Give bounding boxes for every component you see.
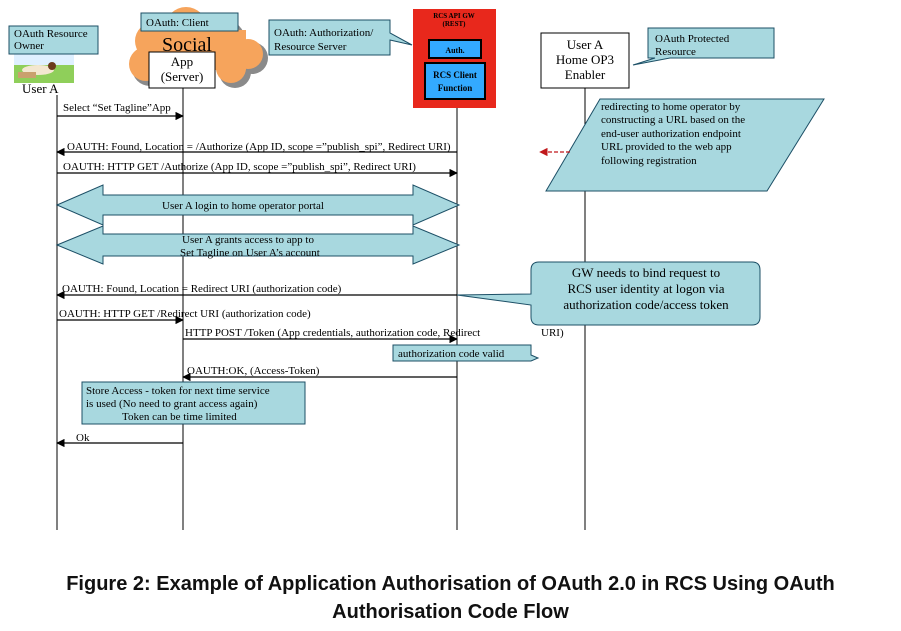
store-access-note: Store Access - token for next time servi… xyxy=(81,381,306,425)
login-double-arrow: User A login to home operator portal xyxy=(55,184,461,226)
auth-code-valid-note: authorization code valid xyxy=(392,344,540,362)
svg-text:User A grants access to app to: User A grants access to app to xyxy=(182,234,314,246)
svg-text:Token can be time limited: Token can be time limited xyxy=(122,411,237,423)
message-found-redirect: OAUTH: Found, Location = Redirect URI (a… xyxy=(56,283,457,300)
svg-text:OAUTH: Found, Location = Redir: OAUTH: Found, Location = Redirect URI (a… xyxy=(62,283,342,295)
svg-text:authorization code valid: authorization code valid xyxy=(398,348,505,360)
message-post-token: HTTP POST /Token (App credentials, autho… xyxy=(183,327,564,344)
sequence-diagram: OAuth Resource Owner User A Social OAuth… xyxy=(8,7,825,530)
svg-text:Ok: Ok xyxy=(76,432,90,444)
svg-text:OAUTH:OK, (Access-Token): OAUTH:OK, (Access-Token) xyxy=(187,365,320,377)
message-found-authorize: OAUTH: Found, Location = /Authorize (App… xyxy=(56,141,457,157)
svg-text:OAuth Resource: OAuth Resource xyxy=(14,28,88,40)
rcs-api-gw: RCS API GW (REST) Auth. RCS Client Funct… xyxy=(413,9,496,108)
svg-text:Resource Server: Resource Server xyxy=(274,41,347,53)
svg-text:OAuth: Authorization/: OAuth: Authorization/ xyxy=(274,27,374,39)
svg-text:URI): URI) xyxy=(541,327,564,339)
figure-caption: Figure 2: Example of Application Authori… xyxy=(0,570,901,626)
message-select-app: Select “Set Tagline”App xyxy=(57,102,184,121)
message-get-authorize: OAUTH: HTTP GET /Authorize (App ID, scop… xyxy=(57,161,458,178)
svg-text:is used (No need to grant acce: is used (No need to grant access again) xyxy=(86,398,258,410)
message-get-redirect: OAUTH: HTTP GET /Redirect URI (authoriza… xyxy=(57,308,311,325)
home-op-box: User A Home OP3 Enabler xyxy=(540,32,630,89)
svg-text:Store Access - token for next: Store Access - token for next time servi… xyxy=(86,385,270,397)
svg-text:GW needs to bind request to: GW needs to bind request to xyxy=(572,265,720,280)
svg-text:Select “Set Tagline”App: Select “Set Tagline”App xyxy=(63,102,171,114)
svg-text:redirecting to home operato: redirecting to home operator by xyxy=(601,101,741,113)
svg-text:Resource: Resource xyxy=(655,46,696,58)
client-callout: OAuth: Client xyxy=(140,12,239,32)
resource-owner-callout: OAuth Resource Owner xyxy=(8,25,99,55)
svg-text:RCS API GW: RCS API GW xyxy=(433,12,475,20)
svg-text:App: App xyxy=(171,54,193,69)
grant-double-arrow: User A grants access to app to Set Tagli… xyxy=(55,225,461,265)
svg-text:HTTP POST /Token (App credenti: HTTP POST /Token (App credentials, autho… xyxy=(185,327,480,339)
svg-text:OAuth: Client: OAuth: Client xyxy=(146,17,209,29)
svg-text:RCS user identity at logon via: RCS user identity at logon via xyxy=(567,281,724,296)
redirect-note: redirecting to home operator by construc… xyxy=(545,98,825,192)
svg-text:OAUTH: HTTP GET /Authorize (Ap: OAUTH: HTTP GET /Authorize (App ID, scop… xyxy=(63,161,416,173)
svg-text:Function: Function xyxy=(438,83,473,93)
svg-text:User A login to home operato: User A login to home operator portal xyxy=(162,200,324,212)
message-ok-token: OAUTH:OK, (Access-Token) xyxy=(182,365,457,382)
svg-text:OAUTH: Found, Location = /Auth: OAUTH: Found, Location = /Authorize (App… xyxy=(67,141,451,153)
svg-text:Owner: Owner xyxy=(14,40,44,52)
svg-text:Set Tagline on User A’s accou: Set Tagline on User A’s account xyxy=(180,247,320,259)
svg-text:OAuth Protected: OAuth Protected xyxy=(655,33,730,45)
svg-text:following registration: following registration xyxy=(601,155,697,167)
svg-text:end-user authorization end: end-user authorization endpoint xyxy=(601,128,741,140)
svg-text:Home OP3: Home OP3 xyxy=(556,52,614,67)
svg-text:User A: User A xyxy=(567,37,604,52)
gw-bind-note: GW needs to bind request to RCS user ide… xyxy=(456,261,761,326)
svg-text:constructing a URL based o: constructing a URL based on the xyxy=(601,114,745,126)
svg-text:OAUTH: HTTP GET /Redirect URI: OAUTH: HTTP GET /Redirect URI (authoriza… xyxy=(59,308,311,320)
user-photo-icon xyxy=(14,53,74,83)
gw-auth-label: Auth. xyxy=(445,46,464,55)
message-ok: Ok xyxy=(56,432,183,448)
svg-text:Social: Social xyxy=(162,34,212,56)
auth-server-callout: OAuth: Authorization/ Resource Server xyxy=(268,19,413,56)
caption-line-1: Figure 2: Example of Application Authori… xyxy=(66,573,835,595)
svg-text:URL provided to the web a: URL provided to the web app xyxy=(601,141,732,153)
svg-text:(REST): (REST) xyxy=(443,20,467,28)
svg-text:RCS Client: RCS Client xyxy=(433,70,477,80)
user-a-label: User A xyxy=(22,81,59,96)
svg-text:authorization code/access toke: authorization code/access token xyxy=(563,297,729,312)
protected-resource-callout: OAuth Protected Resource xyxy=(632,27,775,66)
svg-text:Enabler: Enabler xyxy=(565,67,606,82)
svg-text:(Server): (Server) xyxy=(161,69,204,84)
caption-line-2: Authorisation Code Flow xyxy=(332,601,569,623)
app-server-box: App (Server) xyxy=(148,51,216,89)
